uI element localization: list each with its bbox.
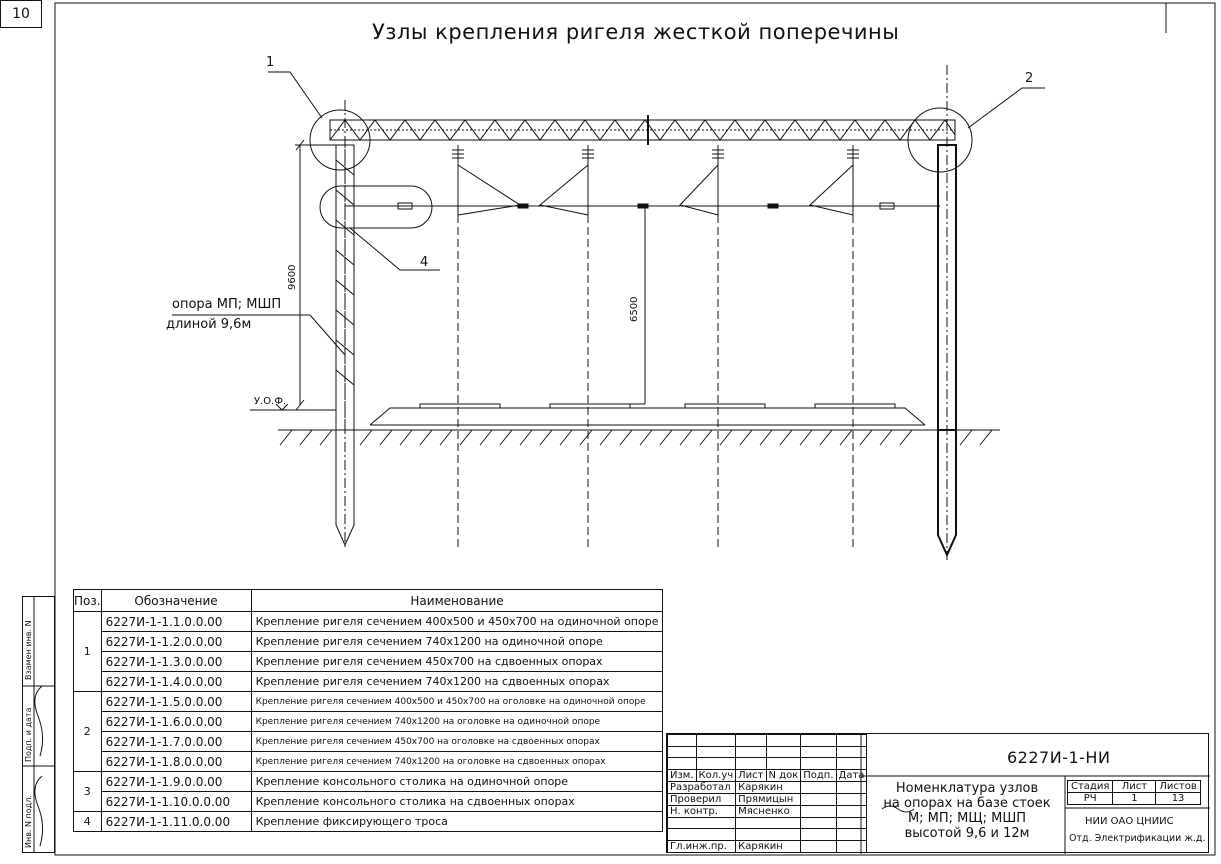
stage-value: 1	[1112, 792, 1157, 805]
stage-header: Листов	[1155, 780, 1201, 793]
leader-1	[268, 71, 323, 119]
doc-description-line: Номенклатура узлов	[895, 781, 1039, 796]
stamp-label-replace: Взамен инв. N	[24, 620, 33, 680]
stage-value: 13	[1155, 792, 1201, 805]
sign-person: Карякин	[735, 839, 802, 853]
dim-9600-label: 9600	[287, 264, 298, 290]
spec-name: Крепление ригеля сечением 740x1200 на ог…	[250, 751, 664, 772]
sign-row: Гл.инж.пр. Карякин	[666, 839, 868, 853]
table-row: 6227И-1-1.3.0.0.00 Крепление ригеля сече…	[74, 651, 664, 672]
spec-name: Крепление ригеля сечением 450x700 на ого…	[250, 731, 664, 752]
sign-row: Н. контр. Мясненко	[666, 804, 868, 818]
platform	[369, 407, 926, 426]
margin-stamp	[22, 596, 55, 853]
sign-role: Гл.инж.пр.	[666, 839, 737, 853]
table-row: 6227И-1-1.2.0.0.00 Крепление ригеля сече…	[74, 631, 664, 652]
doc-description-line: высотой 9,6 и 12м	[904, 826, 1030, 841]
callout-circle-1	[309, 109, 371, 171]
truss	[329, 115, 956, 145]
callout-2-label: 2	[1025, 71, 1034, 86]
callout-oval-4	[319, 185, 433, 229]
doc-description-line: М; МП; МЩ; МШП	[907, 811, 1027, 826]
dim-6500-label: 6500	[629, 296, 640, 322]
spec-name: Крепление ригеля сечением 740x1200 на ог…	[250, 711, 664, 732]
spec-name: Крепление ригеля сечением 400x500 и 450x…	[250, 611, 664, 632]
spec-code: 6227И-1-1.1.0.0.00	[100, 611, 252, 632]
stamp-label-inv: Инв. N подл.	[24, 795, 33, 848]
doc-description: Номенклатура узлов на опорах на базе сто…	[867, 781, 1067, 841]
support-label-line1: опора МП; МШП	[172, 297, 282, 312]
spec-header-name: Наименование	[250, 589, 664, 612]
spec-code: 6227И-1-1.9.0.0.00	[100, 771, 252, 792]
sign-row: Проверил Прямицын	[666, 792, 868, 806]
leader-support	[172, 314, 346, 356]
spec-name: Крепление консольного столика на одиночн…	[250, 771, 664, 792]
callout-1-label: 1	[266, 55, 275, 70]
left-pole	[335, 100, 355, 548]
spec-code: 6227И-1-1.7.0.0.00	[100, 731, 252, 752]
spec-name: Крепление ригеля сечением 400x500 и 450x…	[250, 691, 664, 712]
doc-code: 6227И-1-НИ	[1007, 748, 1111, 767]
table-row: 6227И-1-1.10.0.0.00 Крепление консольног…	[74, 791, 664, 812]
spec-name: Крепление фиксирующего троса	[250, 811, 664, 832]
table-row: 2 6227И-1-1.5.0.0.00 Крепление ригеля се…	[73, 691, 664, 772]
spec-pos: 3	[73, 771, 102, 812]
leader-4	[349, 227, 440, 271]
stage-value: РЧ	[1066, 792, 1114, 805]
spec-pos: 1	[73, 611, 102, 692]
insulator-left	[397, 202, 413, 210]
callout-4-label: 4	[420, 255, 429, 270]
sheet-number: 10	[0, 0, 42, 28]
doc-description-line: на опорах на базе стоек	[883, 796, 1051, 811]
stage-table: Стадия Лист Листов РЧ 1 13	[1066, 780, 1201, 805]
spec-code: 6227И-1-1.3.0.0.00	[100, 651, 252, 672]
spec-code: 6227И-1-1.11.0.0.00	[100, 811, 252, 832]
spec-table: Поз. Обозначение Наименование 1 6227И-1-…	[73, 589, 664, 832]
table-row: 6227И-1-1.8.0.0.00 Крепление ригеля сече…	[74, 751, 664, 772]
support-label-line2: длиной 9,6м	[166, 317, 252, 332]
title-block-lines	[860, 734, 1210, 854]
stamp-label-sign: Подп. и дата	[24, 707, 33, 763]
table-row: 6227И-1-1.7.0.0.00 Крепление ригеля сече…	[74, 731, 664, 752]
spec-code: 6227И-1-1.10.0.0.00	[100, 791, 252, 812]
ground-mark-label: У.О.Ф.	[254, 396, 287, 407]
sheet-frame	[54, 2, 1216, 856]
spec-name: Крепление ригеля сечением 450x700 на сдв…	[250, 651, 664, 672]
hangers	[452, 145, 859, 216]
table-row: 1 6227И-1-1.1.0.0.00 Крепление ригеля се…	[73, 611, 664, 692]
signature-table: Изм. Кол.уч Лист N док Подп. Дата Разраб…	[666, 734, 868, 853]
spec-name: Крепление консольного столика на сдвоенн…	[250, 791, 664, 812]
title-block: Изм. Кол.уч Лист N док Подп. Дата Разраб…	[666, 733, 1210, 854]
table-row: 4 6227И-1-1.11.0.0.00 Крепление фиксирую…	[73, 811, 664, 832]
stage-header: Стадия	[1066, 780, 1114, 793]
leader-2	[967, 87, 1045, 129]
drawing-title: Узлы крепления ригеля жесткой поперечины	[372, 20, 900, 44]
right-pole	[937, 65, 957, 560]
spec-code: 6227И-1-1.6.0.0.00	[100, 711, 252, 732]
spec-code: 6227И-1-1.5.0.0.00	[100, 691, 252, 712]
spec-pos: 4	[73, 811, 102, 832]
stage-header: Лист	[1112, 780, 1157, 793]
centerlines	[457, 215, 854, 548]
callout-circle-2	[907, 107, 973, 173]
spec-header-code: Обозначение	[100, 589, 252, 612]
spec-code: 6227И-1-1.8.0.0.00	[100, 751, 252, 772]
spec-pos: 2	[73, 691, 102, 772]
spec-name: Крепление ригеля сечением 740x1200 на од…	[250, 631, 664, 652]
spec-code: 6227И-1-1.4.0.0.00	[100, 671, 252, 692]
insulator-right	[879, 202, 895, 210]
spec-header-pos: Поз.	[73, 589, 102, 612]
department-name: Отд. Электрификации ж.д.	[1069, 833, 1206, 844]
spec-name: Крепление ригеля сечением 740x1200 на сд…	[250, 671, 664, 692]
table-row: 6227И-1-1.4.0.0.00 Крепление ригеля сече…	[74, 671, 664, 692]
spec-code: 6227И-1-1.2.0.0.00	[100, 631, 252, 652]
organization-name: НИИ ОАО ЦНИИС	[1085, 816, 1174, 827]
sign-role: Н. контр.	[666, 804, 737, 818]
signature-mark	[881, 805, 915, 813]
ground-hatch	[279, 429, 993, 446]
table-row: 3 6227И-1-1.9.0.0.00 Крепление консольно…	[73, 771, 664, 812]
table-row: 6227И-1-1.6.0.0.00 Крепление ригеля сече…	[74, 711, 664, 732]
